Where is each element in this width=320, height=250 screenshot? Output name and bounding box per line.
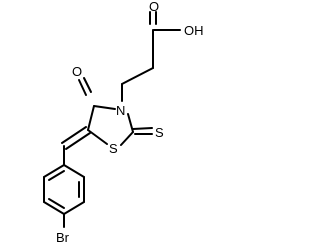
bond-ring-c6-c1	[43, 164, 65, 178]
atom-label-bromine: Br	[56, 230, 70, 245]
bond-n-c4	[93, 105, 116, 110]
bond-c5-ch-double-a	[61, 126, 87, 144]
bond-c5-s1	[87, 129, 108, 145]
atom-label-acid-carbonyl-oxygen: O	[149, 0, 159, 14]
atom-label-ring-sulfur: S	[109, 141, 118, 156]
bond-ring-c3-c4	[63, 201, 85, 215]
bond-c4-o-double-a	[78, 79, 87, 96]
atom-label-ring-carbonyl-oxygen: O	[72, 64, 82, 79]
bond-ring-c1-c2	[63, 164, 85, 178]
atom-label-hydroxyl: OH	[184, 23, 204, 38]
bond-ch2-ch2	[121, 67, 154, 85]
atom-label-thione-sulfur: S	[155, 125, 164, 140]
bond-ring-c4-c5	[43, 201, 65, 215]
bond-ring-inner-b	[48, 170, 65, 181]
bond-c2-s-double-a	[132, 127, 153, 130]
bond-s1-c2	[120, 131, 134, 146]
atom-label-ring-nitrogen: N	[116, 103, 125, 118]
bond-c5-ch-double-b	[65, 132, 91, 150]
molecular-structure-diagram: OH O O N S S Br	[43, 0, 204, 245]
bond-ring-inner-c	[48, 198, 65, 209]
bond-c4-o-double-b	[83, 77, 92, 93]
bond-c4-c5	[87, 105, 95, 131]
